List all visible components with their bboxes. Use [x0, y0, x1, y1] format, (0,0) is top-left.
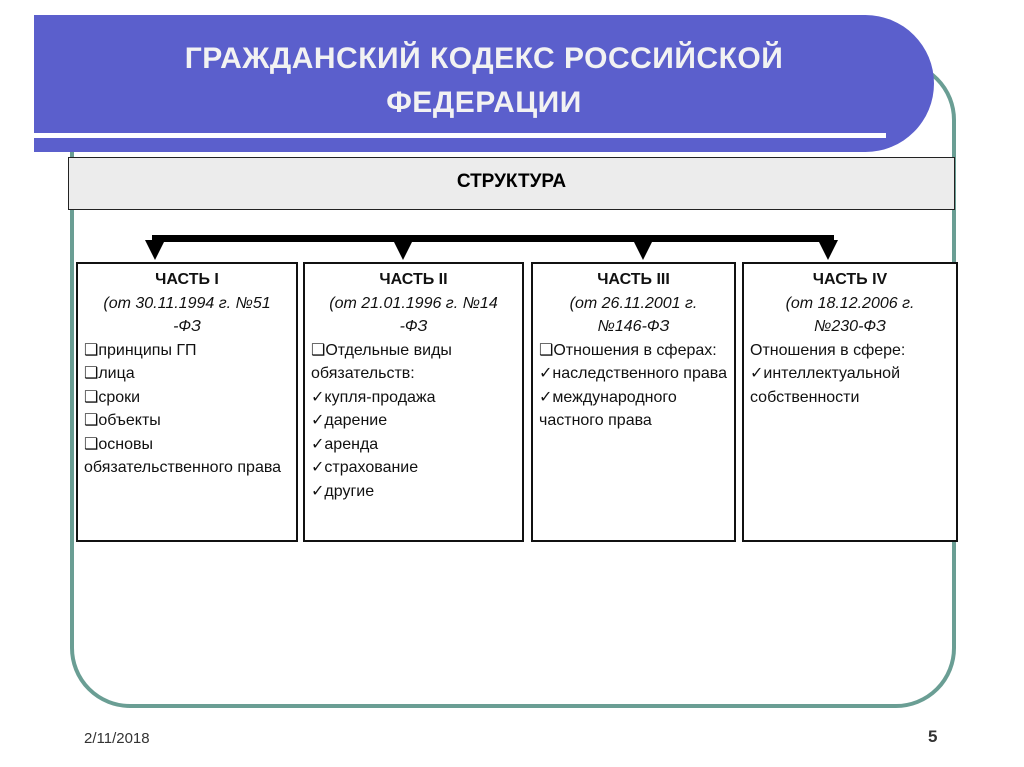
title-line-1: ГРАЖДАНСКИЙ КОДЕКС РОССИЙСКОЙ — [184, 42, 784, 75]
arrow-down-icon — [633, 240, 653, 260]
list-item: ✓купля-продажа — [311, 388, 436, 406]
list-item: ✓аренда — [311, 435, 379, 453]
part-2-box: ЧАСТЬ II (от 21.01.1996 г. №14 -ФЗ ❑Отде… — [303, 262, 524, 542]
part-1-box: ЧАСТЬ I (от 30.11.1994 г. №51 -ФЗ ❑принц… — [76, 262, 298, 542]
arrow-down-icon — [145, 240, 165, 260]
list-item: ✓страхование — [311, 459, 419, 476]
part-heading: ЧАСТЬ II — [379, 271, 448, 288]
slide-date: 2/11/2018 — [84, 730, 150, 747]
title-line-2: ФЕДЕРАЦИИ — [386, 86, 582, 119]
list-item: ❑сроки — [84, 388, 141, 406]
list-item: ✓дарение — [311, 412, 388, 429]
list-item: ❑объекты — [84, 412, 161, 429]
title-underline — [34, 133, 886, 138]
part-date: (от 26.11.2001 г. — [569, 294, 698, 312]
part-4-box: ЧАСТЬ IV (от 18.12.2006 г. №230-ФЗ Отнош… — [742, 262, 958, 542]
list-item: ❑принципы ГП — [84, 341, 197, 359]
connector-line — [152, 235, 834, 242]
part-heading: ЧАСТЬ III — [597, 271, 670, 288]
title-band: ГРАЖДАНСКИЙ КОДЕКС РОССИЙСКОЙ ФЕДЕРАЦИИ — [34, 15, 934, 152]
part-date: (от 18.12.2006 г. — [785, 294, 915, 312]
part-date: (от 21.01.1996 г. №14 — [329, 294, 498, 312]
part-heading: ЧАСТЬ IV — [812, 271, 888, 288]
list-item: ✓наследственного права — [539, 365, 727, 382]
part-law: -ФЗ — [399, 318, 428, 335]
list-item: ✓международного частного права — [539, 388, 677, 430]
slide-title: ГРАЖДАНСКИЙ КОДЕКС РОССИЙСКОЙ ФЕДЕРАЦИИ — [34, 37, 934, 125]
part-law: №230-ФЗ — [814, 318, 886, 335]
part-heading: ЧАСТЬ I — [155, 271, 219, 288]
list-item: ❑лица — [84, 365, 135, 382]
structure-header: СТРУКТУРА — [68, 157, 955, 210]
part-law: -ФЗ — [173, 318, 201, 335]
part-law: №146-ФЗ — [597, 318, 670, 335]
part-date: (от 30.11.1994 г. №51 — [103, 294, 271, 312]
arrow-down-icon — [393, 240, 413, 260]
list-item: ✓интеллектуальной собственности — [750, 365, 901, 406]
part-3-box: ЧАСТЬ III (от 26.11.2001 г. №146-ФЗ ❑Отн… — [531, 262, 736, 542]
slide-number: 5 — [928, 727, 938, 746]
list-item: ❑Отношения в сферах: — [539, 341, 717, 359]
list-item: Отношения в сфере: — [750, 341, 906, 359]
list-item: ❑Отдельные виды обязательств: — [311, 341, 452, 383]
list-item: ❑основы обязательственного права — [84, 435, 282, 477]
arrow-down-icon — [818, 240, 838, 260]
list-item: ✓другие — [311, 482, 375, 500]
